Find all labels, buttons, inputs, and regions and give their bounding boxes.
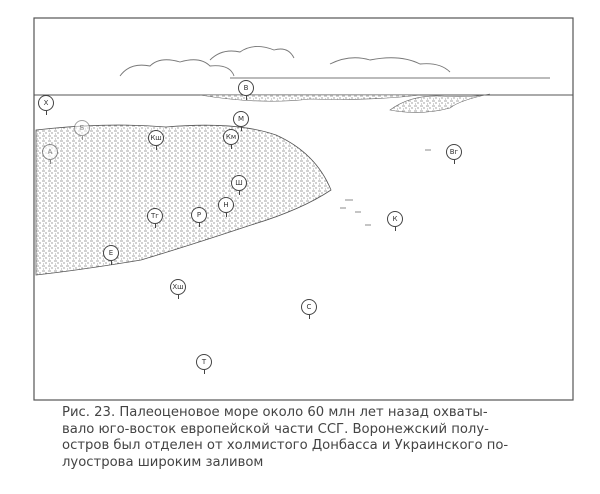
figure-frame: [33, 17, 574, 401]
distant-shore: [199, 94, 421, 102]
map-label: С: [301, 299, 317, 319]
distant-island: [389, 93, 491, 113]
caption-line: остров был отделен от холмистого Донбасс…: [62, 438, 509, 453]
map-label: Тг: [147, 208, 163, 228]
figure-caption: Рис. 23. Палеоценовое море около 60 млн …: [62, 405, 542, 471]
shoals: [340, 149, 431, 226]
caption-line: луострова широким заливом: [62, 454, 264, 470]
map-label: Е: [103, 245, 119, 265]
caption-line: вало юго-восток европейской части ССГ. В…: [62, 421, 489, 437]
map-label: Кш: [148, 130, 164, 150]
map-label: А: [42, 144, 58, 164]
map-label: Вг: [446, 144, 462, 164]
map-label: М: [233, 111, 249, 131]
voronezh-peninsula: [35, 124, 332, 276]
map-label: Х: [38, 95, 54, 115]
paleocene-sea-illustration: В Х М Б А Кш Км Ш Н Р Тг Е Хш С Т К Вг: [33, 17, 574, 401]
map-label: Хш: [170, 279, 186, 299]
map-label: Т: [196, 354, 212, 374]
map-label: Б: [74, 120, 90, 140]
map-label: Км: [223, 129, 239, 149]
map-label: В: [238, 80, 254, 100]
map-label: Р: [191, 207, 207, 227]
map-label: Ш: [231, 175, 247, 195]
map-label: Н: [218, 197, 234, 217]
clouds: [119, 46, 550, 79]
map-label: К: [387, 211, 403, 231]
caption-line: Рис. 23. Палеоценовое море около 60 млн …: [62, 405, 488, 420]
landscape-drawing: [33, 17, 574, 401]
